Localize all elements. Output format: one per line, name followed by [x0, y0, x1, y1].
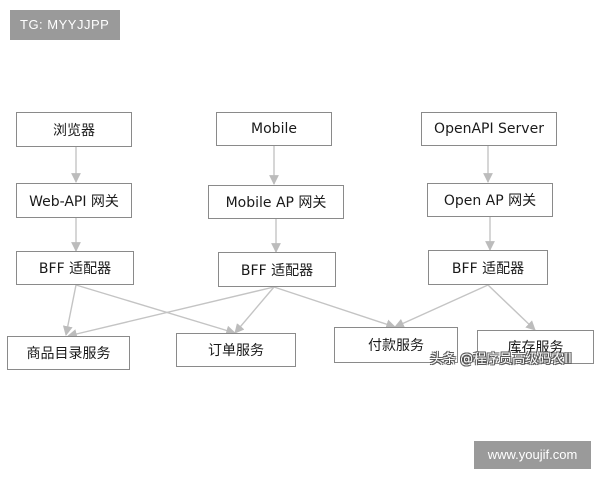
edge-bffweb-order — [75, 284, 236, 336]
open-api-gateway-node: Open AP 网关 — [427, 183, 553, 217]
watermark-bottom: www.youjif.com — [474, 441, 591, 469]
catalog-service-node: 商品目录服务 — [7, 336, 130, 370]
web-api-gateway-node: Web-API 网关 — [16, 183, 132, 218]
edge-bffweb-catalog — [62, 284, 77, 336]
mobile-api-gateway-node: Mobile AP 网关 — [208, 185, 344, 219]
edge-bffmobile-payment — [273, 286, 396, 329]
browser-node: 浏览器 — [16, 112, 132, 147]
edge-bffopen-inventory — [487, 284, 536, 331]
watermark-middle: 头条 @程序员高级码农II — [430, 352, 572, 367]
bff-adapter-open-node: BFF 适配器 — [428, 250, 548, 285]
order-service-node: 订单服务 — [176, 333, 296, 367]
watermark-top: TG: MYYJJPP — [10, 10, 120, 40]
bff-adapter-web-node: BFF 适配器 — [16, 251, 134, 285]
edge-bffmobile-order — [234, 286, 275, 334]
bff-adapter-mobile-node: BFF 适配器 — [218, 252, 336, 287]
inventory-service-node: 库存服务 — [477, 330, 594, 364]
edge-bffmobile-catalog — [67, 286, 275, 339]
mobile-node: Mobile — [216, 112, 332, 146]
edge-bffopen-payment — [394, 284, 489, 328]
openapi-server-node: OpenAPI Server — [421, 112, 557, 146]
payment-service-node: 付款服务 — [334, 327, 458, 363]
